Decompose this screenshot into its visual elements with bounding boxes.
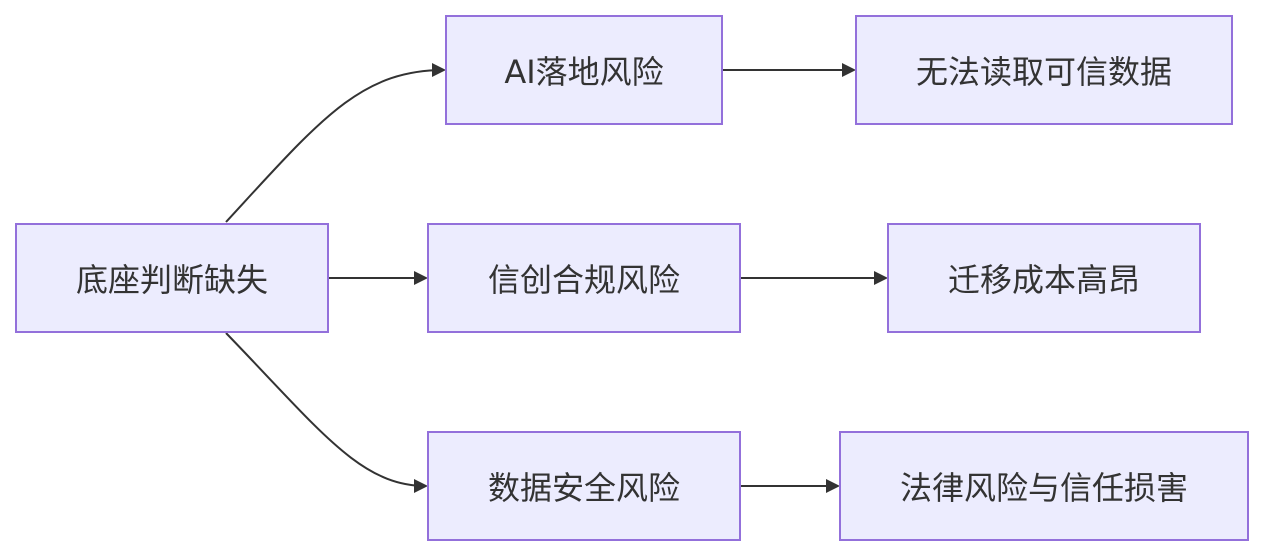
node-legal-trust-damage-label: 法律风险与信任损害 bbox=[899, 469, 1188, 507]
node-data-security-risk-label: 数据安全风险 bbox=[487, 469, 680, 507]
edge-root-to-data-security-risk bbox=[225, 332, 428, 493]
node-xinchuang-risk: 信创合规风险 bbox=[427, 223, 741, 333]
node-high-migration-cost-label: 迁移成本高昂 bbox=[947, 261, 1140, 299]
node-root: 底座判断缺失 bbox=[15, 223, 329, 333]
node-no-trusted-data-label: 无法读取可信数据 bbox=[915, 53, 1172, 91]
node-ai-risk: AI落地风险 bbox=[445, 15, 723, 125]
node-high-migration-cost: 迁移成本高昂 bbox=[887, 223, 1201, 333]
edge-root-to-ai-risk bbox=[225, 63, 446, 223]
node-data-security-risk: 数据安全风险 bbox=[427, 431, 741, 541]
node-root-label: 底座判断缺失 bbox=[75, 261, 268, 299]
node-ai-risk-label: AI落地风险 bbox=[504, 53, 664, 91]
node-no-trusted-data: 无法读取可信数据 bbox=[855, 15, 1233, 125]
node-legal-trust-damage: 法律风险与信任损害 bbox=[839, 431, 1249, 541]
node-xinchuang-risk-label: 信创合规风险 bbox=[487, 261, 680, 299]
